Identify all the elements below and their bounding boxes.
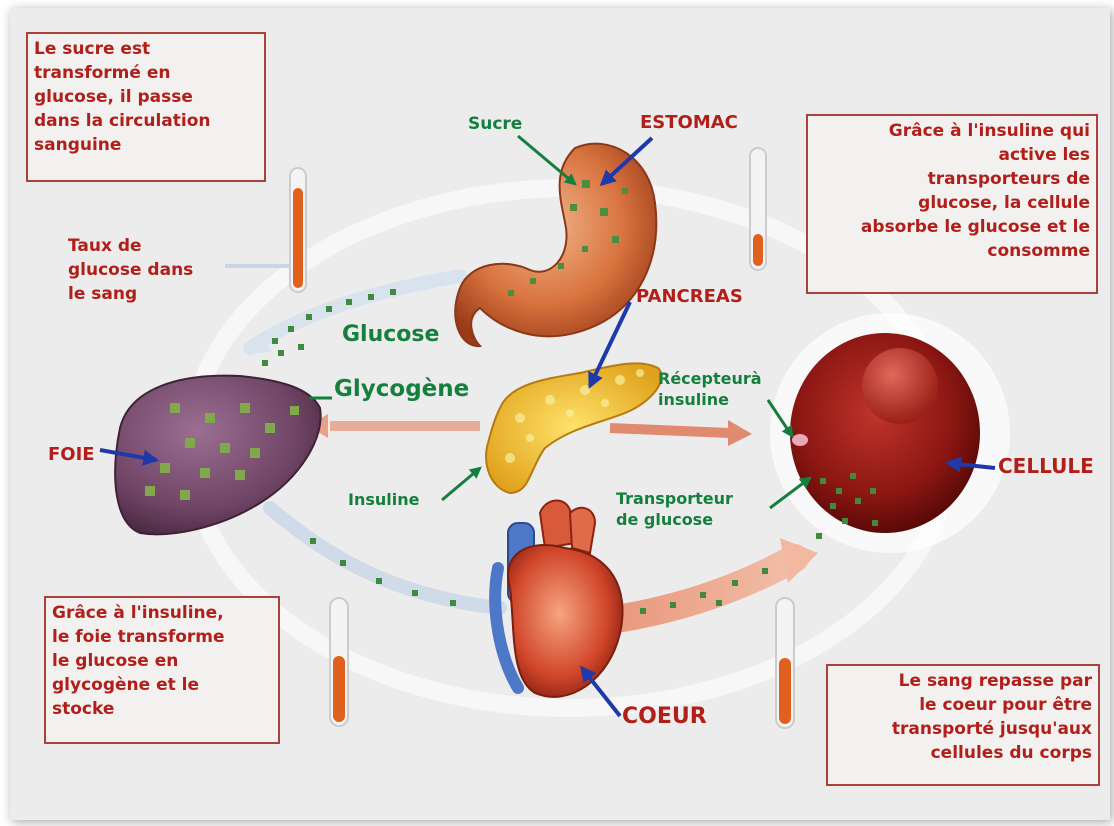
cell	[770, 313, 1010, 553]
label-sucre: Sucre	[468, 114, 522, 134]
label-foie: FOIE	[48, 444, 95, 465]
label-taux: Taux de glucose dans le sang	[68, 234, 193, 306]
label-transporteur: Transporteur de glucose	[616, 488, 733, 530]
flow-pancreas-cell	[610, 428, 730, 433]
info-box-heart: Le sang repasse par le coeur pour être t…	[826, 664, 1100, 786]
label-estomac: ESTOMAC	[640, 112, 738, 133]
pointer-insuline	[442, 468, 480, 500]
label-insuline: Insuline	[348, 490, 419, 509]
test-tube-top-right	[750, 148, 766, 270]
liver	[115, 376, 320, 535]
label-cellule: CELLULE	[998, 454, 1094, 478]
stomach	[455, 144, 656, 346]
label-coeur: COEUR	[622, 704, 707, 729]
test-tube-top-left	[290, 168, 306, 292]
test-tube-bottom-right	[776, 598, 794, 728]
label-pancreas: PANCREAS	[636, 286, 743, 307]
info-box-liver: Grâce à l'insuline, le foie transforme l…	[44, 596, 280, 744]
diagram-frame: Le sucre est transformé en glucose, il p…	[10, 8, 1110, 820]
label-glycogene: Glycogène	[334, 376, 469, 402]
flow-liver-heart	[270, 508, 500, 608]
heart	[495, 501, 622, 697]
label-glucose: Glucose	[342, 322, 439, 347]
label-recepteur: Récepteurà insuline	[658, 368, 762, 410]
test-tube-bottom-left	[330, 598, 348, 726]
info-box-insulin-cell: Grâce à l'insuline qui active les transp…	[806, 114, 1098, 294]
info-box-sugar: Le sucre est transformé en glucose, il p…	[26, 32, 266, 182]
flow-pancreas-cell-head	[728, 420, 752, 446]
flow-heart-cell	[610, 558, 795, 620]
